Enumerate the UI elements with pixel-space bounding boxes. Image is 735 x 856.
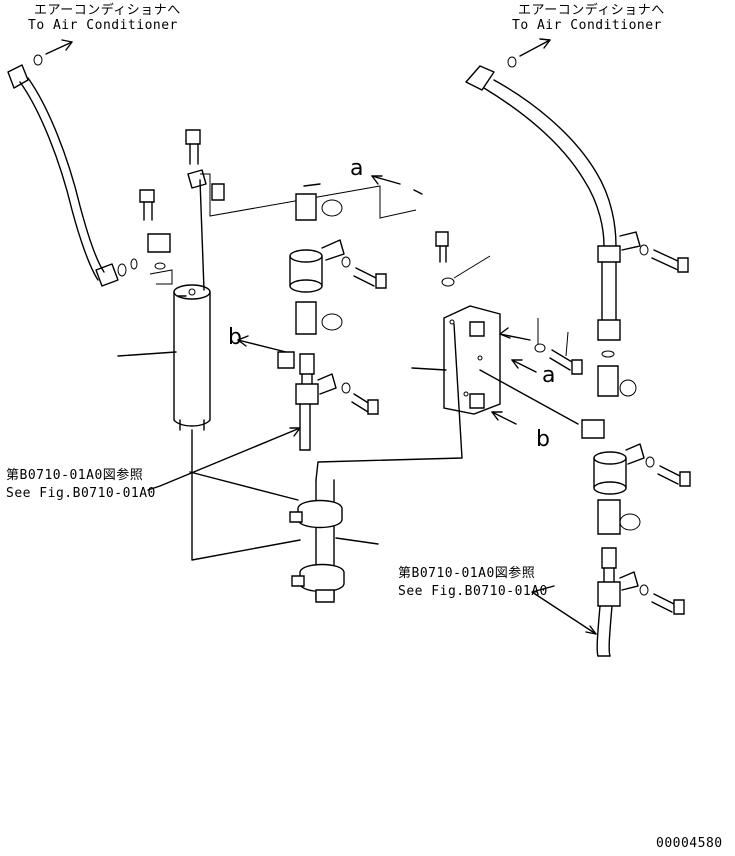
callout-b-left: b — [228, 325, 243, 350]
label-ref-right-jp: 第B0710-01A0図参照 — [398, 566, 536, 581]
left-fittings — [140, 130, 422, 290]
mounting-bracket — [316, 232, 582, 480]
pipe-clamp — [190, 472, 378, 602]
left-hose — [8, 40, 137, 286]
right-hose — [466, 39, 688, 357]
drawing-number: 00004580 — [656, 836, 723, 851]
receiver-drier — [118, 285, 300, 560]
label-ref-right-en: See Fig.B0710-01A0 — [398, 584, 548, 599]
callout-a-right: a — [542, 363, 556, 388]
label-top-right-en: To Air Conditioner — [512, 18, 662, 33]
label-ref-left-jp: 第B0710-01A0図参照 — [6, 468, 144, 483]
center-connectors — [238, 184, 386, 450]
label-top-left-jp: エアーコンディショナへ — [34, 3, 181, 18]
callout-leaders — [148, 176, 596, 634]
label-top-right-jp: エアーコンディショナへ — [518, 3, 665, 18]
label-ref-left-en: See Fig.B0710-01A0 — [6, 486, 156, 501]
callout-a-top: a — [350, 156, 364, 181]
right-connectors — [582, 366, 690, 656]
label-top-left-en: To Air Conditioner — [28, 18, 178, 33]
callout-b-right: b — [536, 427, 551, 452]
